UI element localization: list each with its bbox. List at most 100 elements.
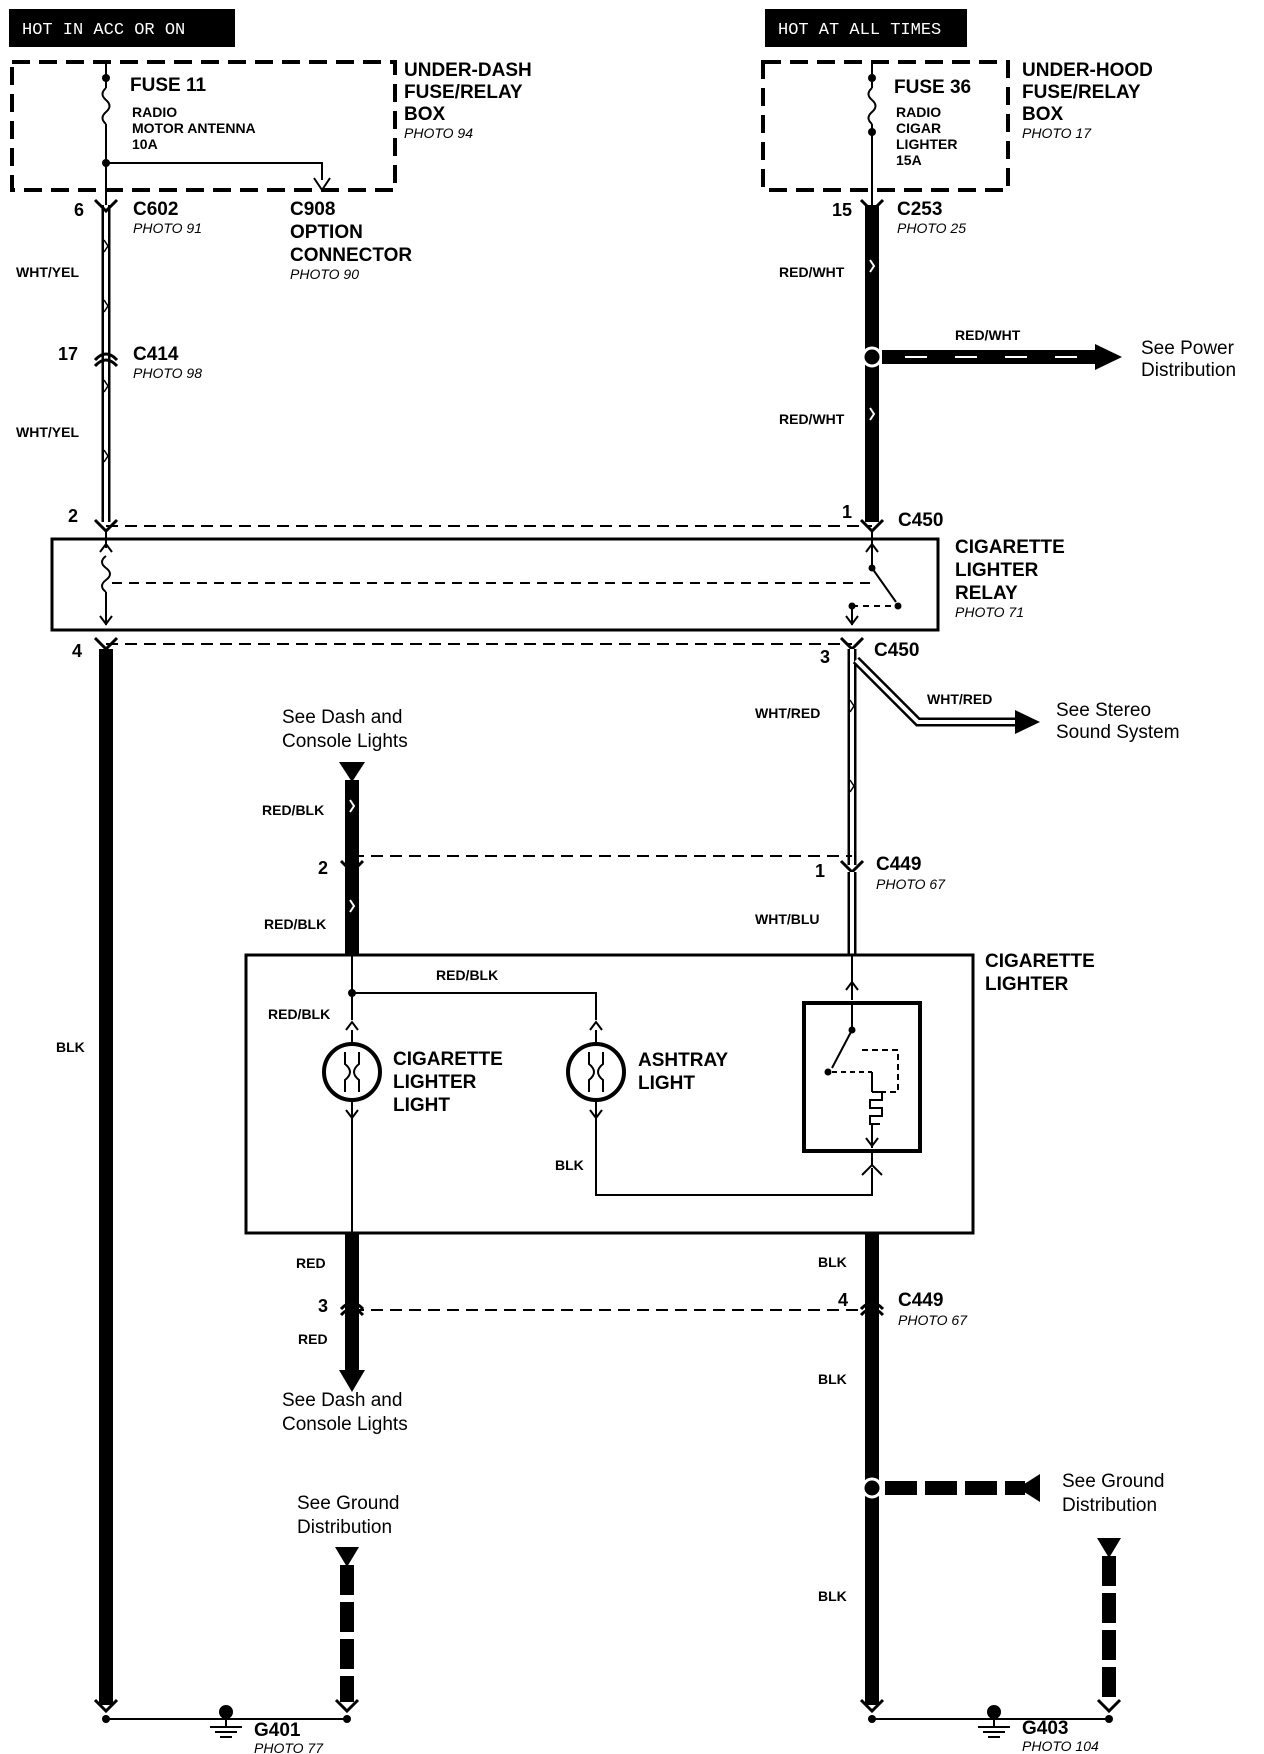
connector-c450-top: 2 1 C450 — [68, 502, 943, 534]
bulb-icon — [322, 1042, 382, 1102]
c414-name: C414 — [133, 344, 179, 365]
arrow-down-icon — [335, 1547, 359, 1567]
wire-blk-left: BLK — [56, 649, 119, 1714]
c414-photo: PHOTO 98 — [133, 365, 202, 381]
connector-c602: 6 C602 PHOTO 91 — [74, 198, 202, 236]
ref-stereo-line2: Sound System — [1056, 722, 1180, 743]
underhood-fuse-box: UNDER-HOOD FUSE/RELAY BOX PHOTO 17 — [761, 60, 1153, 192]
underhood-line1: UNDER-HOOD — [1022, 60, 1153, 81]
header-left-text: HOT IN ACC OR ON — [22, 21, 185, 40]
c908-photo: PHOTO 90 — [290, 266, 359, 282]
arrow-right-icon — [1095, 344, 1122, 370]
wire-label-blk-r1: BLK — [818, 1254, 847, 1270]
fuse-36-desc3: LIGHTER — [896, 136, 957, 152]
connector-c450-bottom: 4 3 C450 — [72, 636, 919, 667]
relay-coil-icon — [101, 555, 111, 593]
connector-c449-top: 2 1 C449 PHOTO 67 — [318, 854, 946, 892]
c253-name: C253 — [897, 199, 942, 220]
heating-element-icon — [869, 1091, 883, 1125]
bulb-ashtray-line1: ASHTRAY — [638, 1050, 728, 1071]
connector-c449-bottom: 3 4 C449 PHOTO 67 — [318, 1290, 968, 1328]
cigarette-lighter-box: CIGARETTE LIGHTER RED/BLK RED/BLK CIGARE… — [244, 951, 1095, 1235]
ref-ground-left-line2: Distribution — [297, 1517, 392, 1538]
bulb-icon — [566, 1042, 626, 1102]
arrow-down-icon — [339, 1370, 365, 1392]
c908-line1: C908 — [290, 199, 335, 220]
c450-bottom-pin-right: 3 — [820, 647, 830, 667]
ref-power-line1: See Power — [1141, 338, 1235, 359]
underdash-line1: UNDER-DASH — [404, 60, 532, 81]
relay-line1: CIGARETTE — [955, 537, 1065, 558]
c450-bottom-pin-left: 4 — [72, 641, 82, 661]
wire-label-wht-yel-2: WHT/YEL — [16, 424, 79, 440]
c449-bottom-photo: PHOTO 67 — [898, 1312, 968, 1328]
wire-wht-yel — [101, 205, 111, 522]
underdash-photo: PHOTO 94 — [404, 125, 473, 141]
bulb-ashtray-line2: LIGHT — [638, 1073, 695, 1094]
branch-power: RED/WHT See Power Distribution — [882, 327, 1236, 381]
fuse-36-desc1: RADIO — [896, 104, 941, 120]
c449-bottom-pin-left: 3 — [318, 1296, 328, 1316]
bulb-lighter-line1: CIGARETTE — [393, 1049, 503, 1070]
c449-top-pin-right: 1 — [815, 861, 825, 881]
c450-bottom-name: C450 — [874, 640, 919, 661]
c602-name: C602 — [133, 199, 178, 220]
fuse-36-icon — [867, 87, 877, 125]
c449-top-pin-left: 2 — [318, 858, 328, 878]
fuse-36-name: FUSE 36 — [894, 77, 971, 98]
wire-wht-blu: WHT/BLU — [755, 872, 857, 955]
c602-pin: 6 — [74, 200, 84, 220]
ref-stereo-line1: See Stereo — [1056, 700, 1151, 721]
fuse-11-icon — [101, 87, 111, 125]
c449-bottom-name: C449 — [898, 1290, 943, 1311]
wire-label-red-wht-1: RED/WHT — [779, 264, 845, 280]
fuse-11-desc1: RADIO — [132, 104, 177, 120]
c450-top-pin-right: 1 — [842, 502, 852, 522]
wire-label-blk-inner: BLK — [555, 1157, 584, 1173]
ref-dash-top-line1: See Dash and — [282, 707, 402, 728]
connector-c414: 17 C414 PHOTO 98 — [58, 344, 202, 381]
branch-ground-right: See Ground Distribution — [885, 1471, 1164, 1714]
bulb-lighter-line3: LIGHT — [393, 1095, 450, 1116]
header-left: HOT IN ACC OR ON — [9, 9, 235, 47]
lighter-switch-icon — [831, 1029, 853, 1069]
branch-stereo: WHT/RED See Stereo Sound System — [852, 656, 1180, 743]
ground-g403: G403 PHOTO 104 — [868, 1705, 1113, 1754]
wire-label-red-wht-2: RED/WHT — [779, 411, 845, 427]
ashtray-light: ASHTRAY LIGHT BLK — [555, 1030, 873, 1196]
wire-label-wht-yel-1: WHT/YEL — [16, 264, 79, 280]
wire-label-wht-blu: WHT/BLU — [755, 911, 820, 927]
c908-line2: OPTION — [290, 222, 363, 243]
wire-blk-right: BLK BLK BLK — [818, 1233, 885, 1714]
lighter-box-line2: LIGHTER — [985, 974, 1069, 995]
cigarette-lighter-relay: CIGARETTE LIGHTER RELAY PHOTO 71 — [50, 531, 1065, 632]
c602-photo: PHOTO 91 — [133, 220, 202, 236]
connector-c908: C908 OPTION CONNECTOR PHOTO 90 — [290, 199, 412, 282]
header-right: HOT AT ALL TIMES — [765, 9, 967, 47]
ref-dash-bottom-line2: Console Lights — [282, 1414, 408, 1435]
fuse-11-desc2: MOTOR ANTENNA — [132, 120, 256, 136]
g401-name: G401 — [254, 1720, 301, 1741]
relay-line2: LIGHTER — [955, 560, 1039, 581]
g403-name: G403 — [1022, 1718, 1068, 1739]
wire-label-red-2: RED — [298, 1331, 328, 1347]
ground-icon — [978, 1719, 1010, 1738]
fuse-36-desc2: CIGAR — [896, 120, 941, 136]
underhood-line3: BOX — [1022, 104, 1064, 125]
wire-label-blk-r3: BLK — [818, 1588, 847, 1604]
ref-dash-bottom-line1: See Dash and — [282, 1390, 402, 1411]
g401-photo: PHOTO 77 — [254, 1740, 324, 1754]
c449-top-name: C449 — [876, 854, 921, 875]
c450-top-name: C450 — [898, 510, 943, 531]
relay-photo: PHOTO 71 — [955, 604, 1024, 620]
wire-label-red-wht-branch: RED/WHT — [955, 327, 1021, 343]
underdash-line3: BOX — [404, 104, 446, 125]
dash-lights-feed-top: See Dash and Console Lights RED/BLK RED/… — [262, 707, 408, 955]
ref-ground-right-line1: See Ground — [1062, 1471, 1164, 1492]
wire-red: RED RED See Dash and Console Lights — [282, 1233, 408, 1435]
arrow-down-icon — [1097, 1538, 1121, 1558]
arrow-down-icon — [339, 762, 365, 782]
connector-c253: 15 C253 PHOTO 25 — [832, 198, 966, 236]
ref-power-line2: Distribution — [1141, 360, 1236, 381]
